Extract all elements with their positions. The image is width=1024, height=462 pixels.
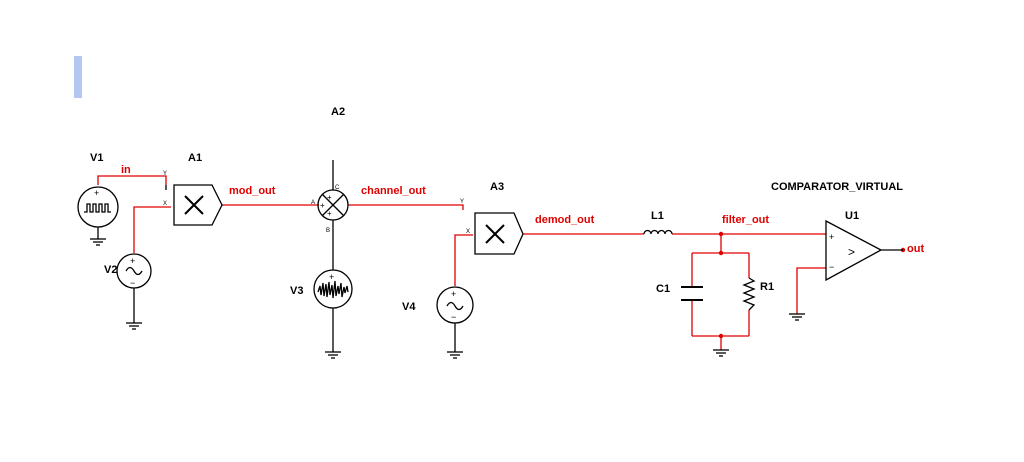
net-filter-out[interactable]: filter_out — [722, 214, 770, 226]
wire-comp-minus[interactable] — [796, 267, 826, 314]
wire-v2-a1[interactable] — [133, 206, 171, 253]
a2-plus-top: + — [327, 193, 332, 202]
u1-minus: − — [829, 262, 834, 272]
wire-in[interactable] — [97, 175, 167, 185]
summer-icon[interactable] — [317, 160, 349, 270]
junction-dot — [718, 333, 724, 339]
multiplier-icon[interactable] — [474, 212, 524, 255]
label-a1: A1 — [188, 152, 203, 164]
label-comparator: COMPARATOR_VIRTUAL — [771, 181, 903, 193]
selection-bar — [74, 56, 82, 98]
label-a2: A2 — [331, 106, 346, 118]
v2-plus: + — [130, 256, 135, 266]
capacitor-icon[interactable] — [681, 286, 703, 301]
net-mod-out[interactable]: mod_out — [229, 185, 276, 197]
resistor-icon[interactable] — [742, 277, 756, 311]
pulse-source-icon[interactable] — [77, 186, 119, 239]
ground-icon — [325, 351, 341, 359]
v4-minus: − — [451, 312, 456, 322]
net-out[interactable]: out — [907, 243, 925, 255]
ground-icon — [126, 322, 142, 330]
a3-pin-y: Y — [460, 199, 464, 205]
junction-dot — [718, 250, 724, 256]
a2-plus-bottom: + — [327, 209, 332, 218]
v2-minus: − — [130, 278, 135, 288]
a2-pin-b: B — [326, 228, 330, 234]
a3-pin-x: X — [466, 229, 470, 235]
ground-icon — [447, 351, 463, 359]
label-v2: V2 — [104, 264, 118, 276]
a2-pin-c: C — [335, 185, 340, 191]
net-demod-out[interactable]: demod_out — [535, 214, 595, 226]
label-v1: V1 — [90, 152, 104, 164]
noise-source-icon[interactable] — [313, 269, 353, 352]
ac-source-icon[interactable] — [116, 253, 152, 323]
u1-plus: + — [829, 232, 834, 242]
label-v3: V3 — [290, 285, 304, 297]
label-a3: A3 — [490, 181, 505, 193]
ground-icon — [713, 349, 729, 357]
multiplier-icon[interactable] — [165, 184, 223, 226]
a2-plus-left: + — [320, 201, 325, 210]
v4-plus: + — [451, 289, 456, 299]
inductor-icon[interactable] — [643, 229, 673, 235]
label-r1: R1 — [760, 281, 775, 293]
u1-symbol: > — [848, 245, 855, 259]
a1-pin-x: X — [163, 201, 167, 207]
net-channel-out[interactable]: channel_out — [361, 185, 426, 197]
junction-dot — [718, 231, 724, 237]
ac-source-icon[interactable] — [436, 286, 474, 352]
label-v4: V4 — [402, 301, 416, 313]
ground-icon — [90, 238, 106, 246]
label-c1: C1 — [656, 283, 671, 295]
v1-plus: + — [94, 188, 99, 198]
a2-pin-a: A — [311, 200, 315, 206]
wire-channel-out[interactable] — [348, 204, 464, 210]
a1-pin-y: Y — [163, 171, 167, 177]
net-in[interactable]: in — [121, 164, 131, 176]
comparator-icon[interactable] — [825, 219, 903, 282]
label-u1: U1 — [845, 210, 860, 222]
label-l1: L1 — [651, 210, 664, 222]
ground-icon — [789, 313, 805, 321]
wire-v4-a3[interactable] — [454, 234, 473, 286]
v3-plus: + — [329, 272, 334, 282]
